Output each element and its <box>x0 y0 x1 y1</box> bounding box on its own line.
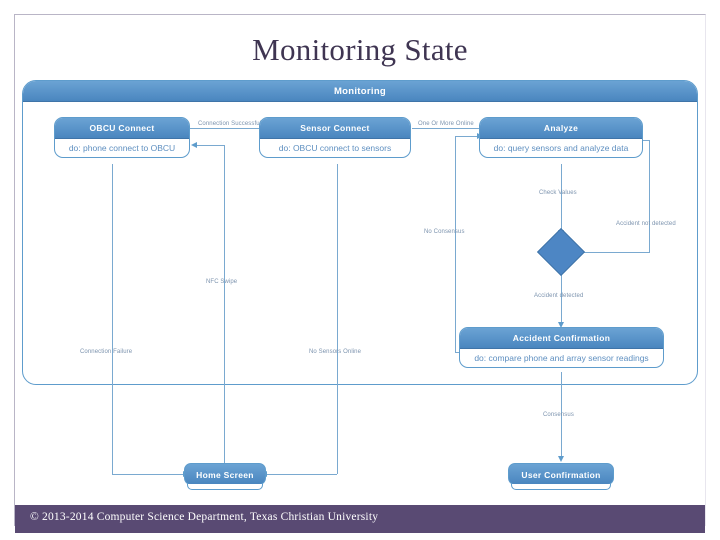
edge-consensus <box>561 372 562 460</box>
edge-no-sensors-online-h <box>266 474 337 475</box>
state-user-confirmation-title: User Confirmation <box>521 470 601 480</box>
state-user-confirmation-shadow <box>511 484 611 490</box>
edge-no-consensus-v <box>455 136 456 352</box>
edge-accident-not-detected-v <box>649 140 650 252</box>
edge-connection-failure-h <box>112 474 184 475</box>
state-sensor-connect-title: Sensor Connect <box>260 118 410 139</box>
state-home-screen[interactable]: Home Screen <box>184 463 266 490</box>
state-sensor-connect[interactable]: Sensor Connect do: OBCU connect to senso… <box>259 117 411 158</box>
page-title: Monitoring State <box>252 32 468 67</box>
edge-label-check-values: Check Values <box>539 190 577 196</box>
edge-label-one-or-more-online: One Or More Online <box>418 121 474 127</box>
edge-no-sensors-online-v <box>337 164 338 474</box>
state-home-screen-shadow <box>187 484 263 490</box>
edge-label-connection-successful: Connection Successful <box>198 121 262 127</box>
edge-label-no-sensors-online: No Sensors Online <box>309 349 362 355</box>
edge-label-connection-failure: Connection Failure <box>80 349 133 355</box>
edge-consensus-arrowhead <box>557 456 564 462</box>
state-accident-confirmation-activity: do: compare phone and array sensor readi… <box>474 353 649 363</box>
state-accident-confirmation-title: Accident Confirmation <box>460 328 663 349</box>
state-obcu-connect-title: OBCU Connect <box>55 118 189 139</box>
edge-connection-successful <box>190 128 268 129</box>
state-analyze-title: Analyze <box>480 118 642 139</box>
state-analyze-activity: do: query sensors and analyze data <box>493 143 629 153</box>
edge-connection-failure-v <box>112 164 113 474</box>
edge-one-or-more-online <box>412 128 480 129</box>
edge-label-nfc-swipe: NFC Swipe <box>206 279 238 285</box>
edge-label-no-consensus: No Consensus <box>424 229 465 235</box>
edge-nfc-swipe-h <box>196 145 224 146</box>
state-obcu-connect[interactable]: OBCU Connect do: phone connect to OBCU <box>54 117 190 158</box>
edge-label-accident-detected: Accident detected <box>534 293 584 299</box>
edge-nfc-swipe-v <box>224 145 225 463</box>
edge-label-accident-not-detected: Accident not detected <box>616 221 676 227</box>
state-home-screen-title: Home Screen <box>196 470 254 480</box>
edge-accident-detected <box>561 270 562 326</box>
footer-copyright: © 2013-2014 Computer Science Department,… <box>30 511 379 523</box>
state-sensor-connect-activity: do: OBCU connect to sensors <box>278 143 392 153</box>
edge-accident-not-detected-h <box>578 252 650 253</box>
state-analyze[interactable]: Analyze do: query sensors and analyze da… <box>479 117 643 158</box>
edge-accident-detected-arrowhead <box>557 322 564 328</box>
edge-check-values <box>561 164 562 234</box>
state-accident-confirmation[interactable]: Accident Confirmation do: compare phone … <box>459 327 664 368</box>
state-obcu-connect-activity: do: phone connect to OBCU <box>68 143 176 153</box>
state-user-confirmation[interactable]: User Confirmation <box>508 463 614 490</box>
edge-no-consensus-in <box>455 136 478 137</box>
footer-bar <box>15 505 705 533</box>
edge-label-consensus: Consensus <box>543 412 574 418</box>
edge-accident-not-detected-in <box>642 140 650 141</box>
composite-state-label: Monitoring <box>23 81 697 102</box>
edge-nfc-swipe-arrowhead <box>191 141 197 148</box>
